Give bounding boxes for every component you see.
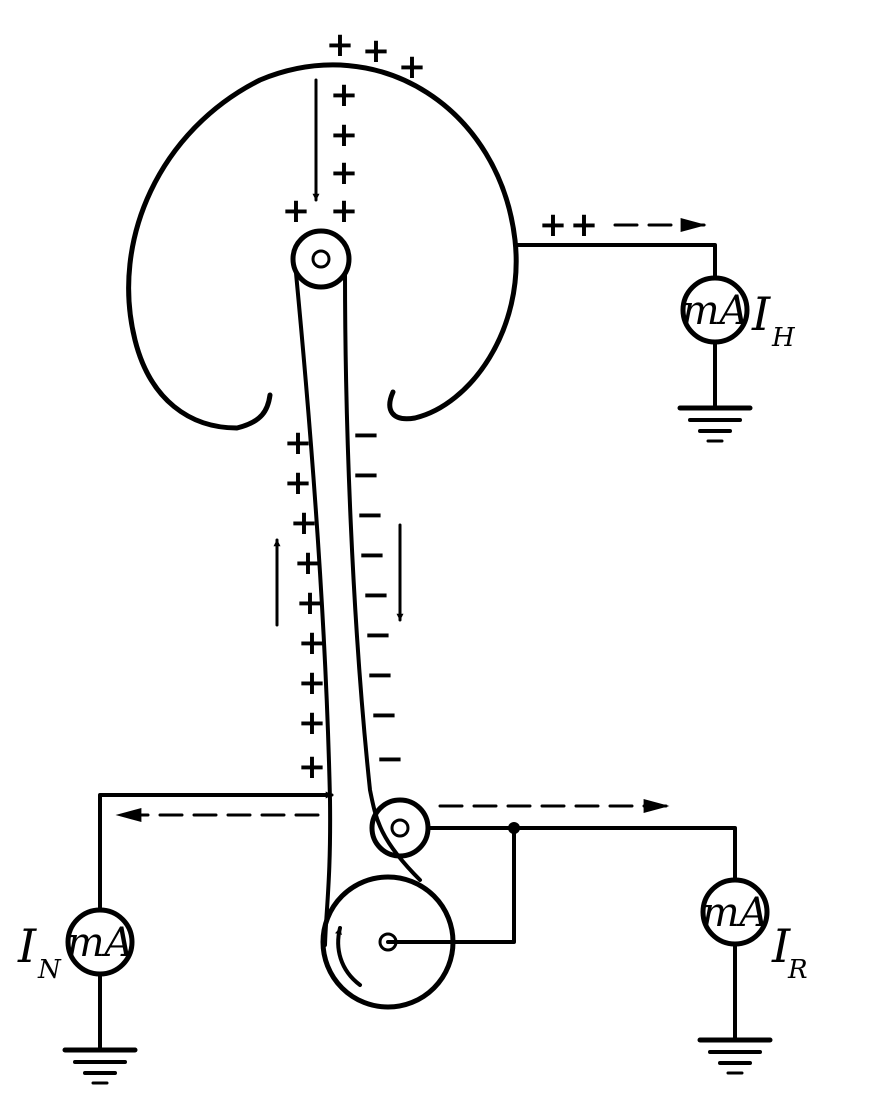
plus-charge: + xyxy=(284,423,313,463)
plus-charge: + xyxy=(298,663,327,703)
plus-charge: + xyxy=(398,47,427,87)
minus-charge: − xyxy=(366,655,395,695)
plus-charge: + xyxy=(290,503,319,543)
plus-charge: + xyxy=(326,25,355,65)
plus-charge: + xyxy=(298,747,327,787)
plus-charge: + xyxy=(570,205,599,245)
left-ground-icon xyxy=(62,1047,138,1085)
svg-text:I: I xyxy=(751,287,771,341)
minus-charge: − xyxy=(364,615,393,655)
svg-text:I: I xyxy=(17,919,37,973)
belt-right-edge xyxy=(343,271,422,882)
drive-pulley-wire xyxy=(386,826,516,944)
charge-symbols: +++++++++++++++++++−−−−−−−−− xyxy=(282,25,599,787)
svg-text:H: H xyxy=(771,323,796,353)
left-wire xyxy=(98,793,332,912)
wire-junction xyxy=(508,822,520,834)
svg-text:R: R xyxy=(787,955,808,985)
plus-charge: + xyxy=(330,115,359,155)
lower-small-pulley-axle xyxy=(390,818,410,838)
minus-charge: − xyxy=(370,695,399,735)
rotation-arrow-icon xyxy=(335,926,362,987)
hv-terminal-dome xyxy=(126,62,519,431)
right-wire xyxy=(426,826,737,882)
top-ground-icon xyxy=(677,405,753,443)
minus-charge: − xyxy=(352,415,381,455)
plus-charge: + xyxy=(539,205,568,245)
current-label-right: I R xyxy=(771,919,808,985)
minus-charge: − xyxy=(362,575,391,615)
svg-text:N: N xyxy=(37,955,62,985)
minus-charge: − xyxy=(358,535,387,575)
plus-charge: + xyxy=(298,623,327,663)
minus-charge: − xyxy=(376,739,405,779)
svg-text:I: I xyxy=(771,919,791,973)
plus-charge: + xyxy=(294,543,323,583)
plus-charge: + xyxy=(330,191,359,231)
right-meter-label: mA xyxy=(702,890,769,936)
belt-left-edge xyxy=(294,271,333,947)
minus-charge: − xyxy=(356,495,385,535)
top-meter-label: mA xyxy=(682,288,749,334)
current-label-left: I N xyxy=(17,919,62,985)
plus-charge: + xyxy=(296,583,325,623)
upper-pulley-axle xyxy=(311,249,331,269)
plus-charge: + xyxy=(330,75,359,115)
plus-charge: + xyxy=(282,191,311,231)
top-wire xyxy=(513,243,717,280)
plus-charge: + xyxy=(284,463,313,503)
right-ground-icon xyxy=(697,1037,773,1075)
plus-charge: + xyxy=(330,153,359,193)
current-label-top: I H xyxy=(751,287,796,353)
left-meter-label: mA xyxy=(67,920,134,966)
plus-charge: + xyxy=(298,703,327,743)
minus-charge: − xyxy=(352,455,381,495)
plus-charge: + xyxy=(362,31,391,71)
upper-pulley xyxy=(290,228,352,290)
